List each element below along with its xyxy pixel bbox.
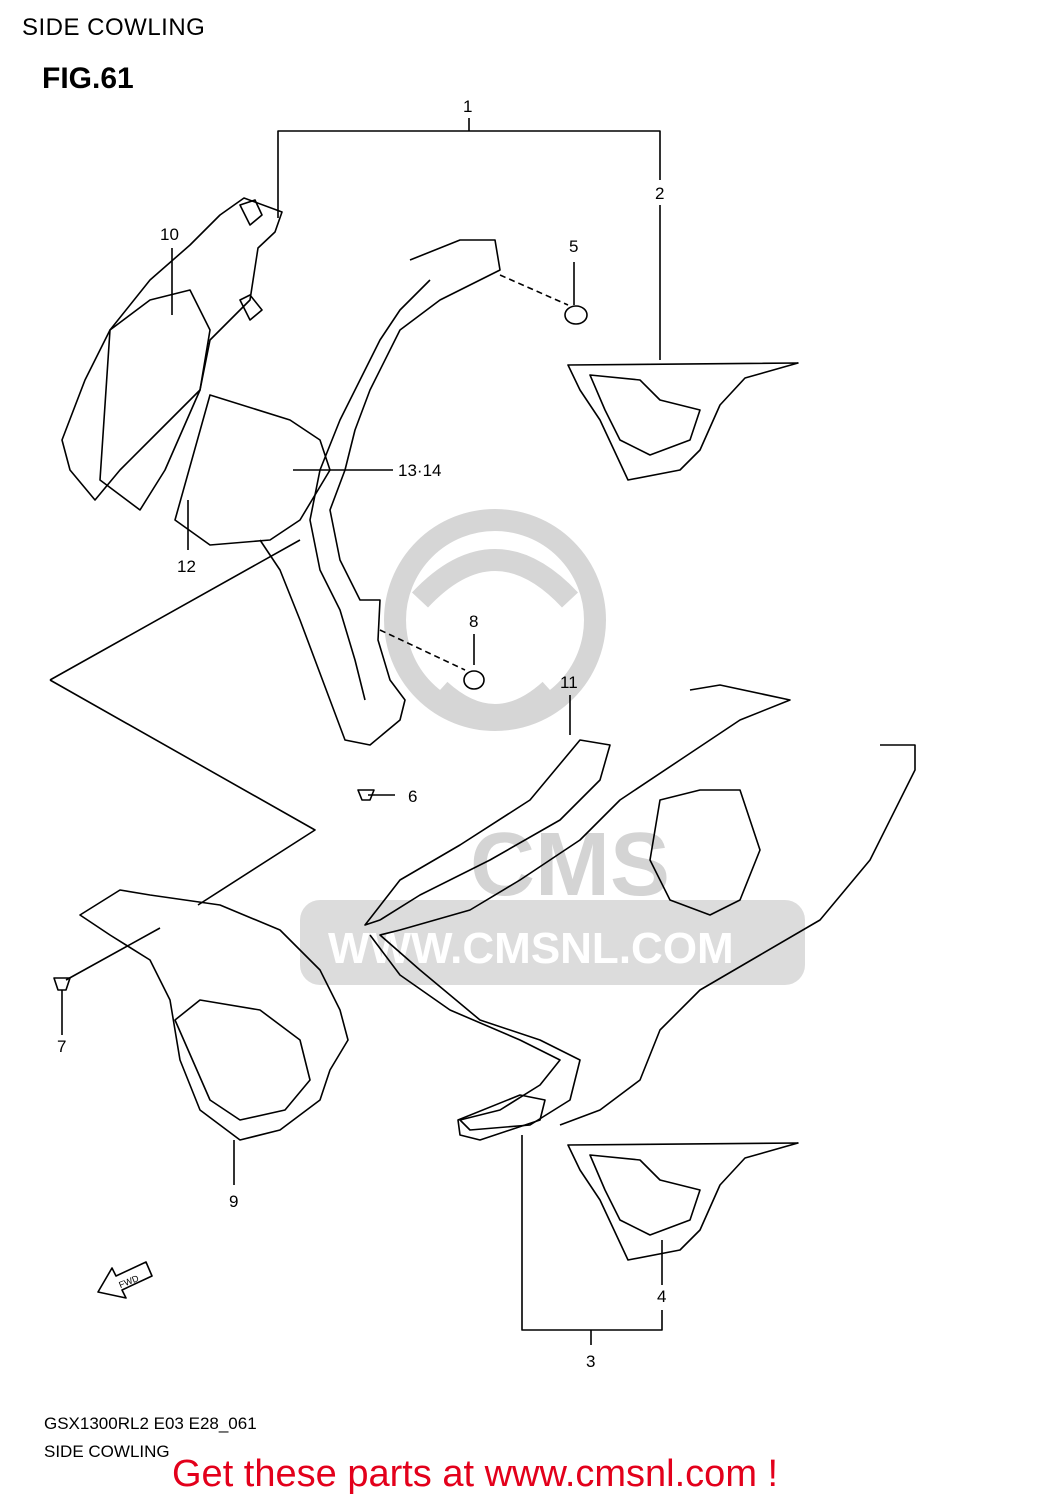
grommet-8 [463, 670, 485, 690]
section-name: SIDE COWLING [44, 1442, 170, 1461]
inner-cowl-top-clip [239, 199, 263, 321]
decal-lower-graphic [589, 1154, 701, 1236]
decal-lower [567, 1142, 799, 1261]
grommet-5 [564, 305, 588, 325]
watermark [384, 509, 606, 731]
inner-cowl-duct [174, 394, 331, 546]
lower-inner-panel-window [174, 999, 311, 1121]
dash-line-assembly [49, 679, 316, 906]
inner-cowl-arm-inner [309, 279, 431, 701]
callout-11: 11 [560, 673, 578, 692]
callout-3: 3 [586, 1352, 596, 1371]
dash-line-12 [49, 539, 301, 681]
inner-cowl-arm [259, 239, 501, 746]
decal-upper-graphic [589, 374, 701, 456]
page-title: SIDE COWLING [22, 14, 206, 41]
dash-line-7 [65, 927, 161, 981]
side-cowling-3-front-tab [457, 1094, 546, 1141]
callout-1: 1 [463, 97, 473, 116]
callout-5: 5 [569, 237, 579, 256]
callout-9: 9 [229, 1192, 239, 1211]
inner-cowl-panel [99, 289, 211, 511]
side-cowling-3 [369, 684, 791, 1131]
figure-number: FIG.61 [42, 62, 134, 95]
callout-2: 2 [655, 184, 665, 203]
watermark-band [300, 900, 805, 985]
leader-bracket-1 [277, 130, 661, 218]
watermark-brand: CMS [470, 815, 670, 915]
screw-6 [357, 789, 375, 801]
decal-upper [567, 362, 799, 481]
leader-bracket-3 [521, 1135, 663, 1331]
promo-link[interactable]: Get these parts at www.cmsnl.com ! [172, 1453, 779, 1495]
trim-strip-11 [364, 739, 611, 926]
lower-inner-panel [79, 889, 349, 1141]
side-cowling-3-cutout [649, 789, 761, 916]
callout-8: 8 [469, 612, 479, 631]
dash-line-5 [499, 274, 569, 306]
watermark-url: WWW.CMSNL.COM [328, 924, 734, 973]
callout-12: 12 [177, 557, 196, 576]
model-code: GSX1300RL2 E03 E28_061 [44, 1414, 257, 1433]
callout-6: 6 [408, 787, 418, 806]
callout-4: 4 [657, 1287, 667, 1306]
fwd-arrow-icon [97, 1261, 153, 1299]
screw-7 [53, 977, 71, 991]
callout-10: 10 [160, 225, 179, 244]
side-cowling-3-tail [559, 744, 916, 1126]
callout-7: 7 [57, 1037, 67, 1056]
callout-13-14: 13·14 [398, 461, 442, 480]
dash-line-8 [379, 629, 466, 671]
